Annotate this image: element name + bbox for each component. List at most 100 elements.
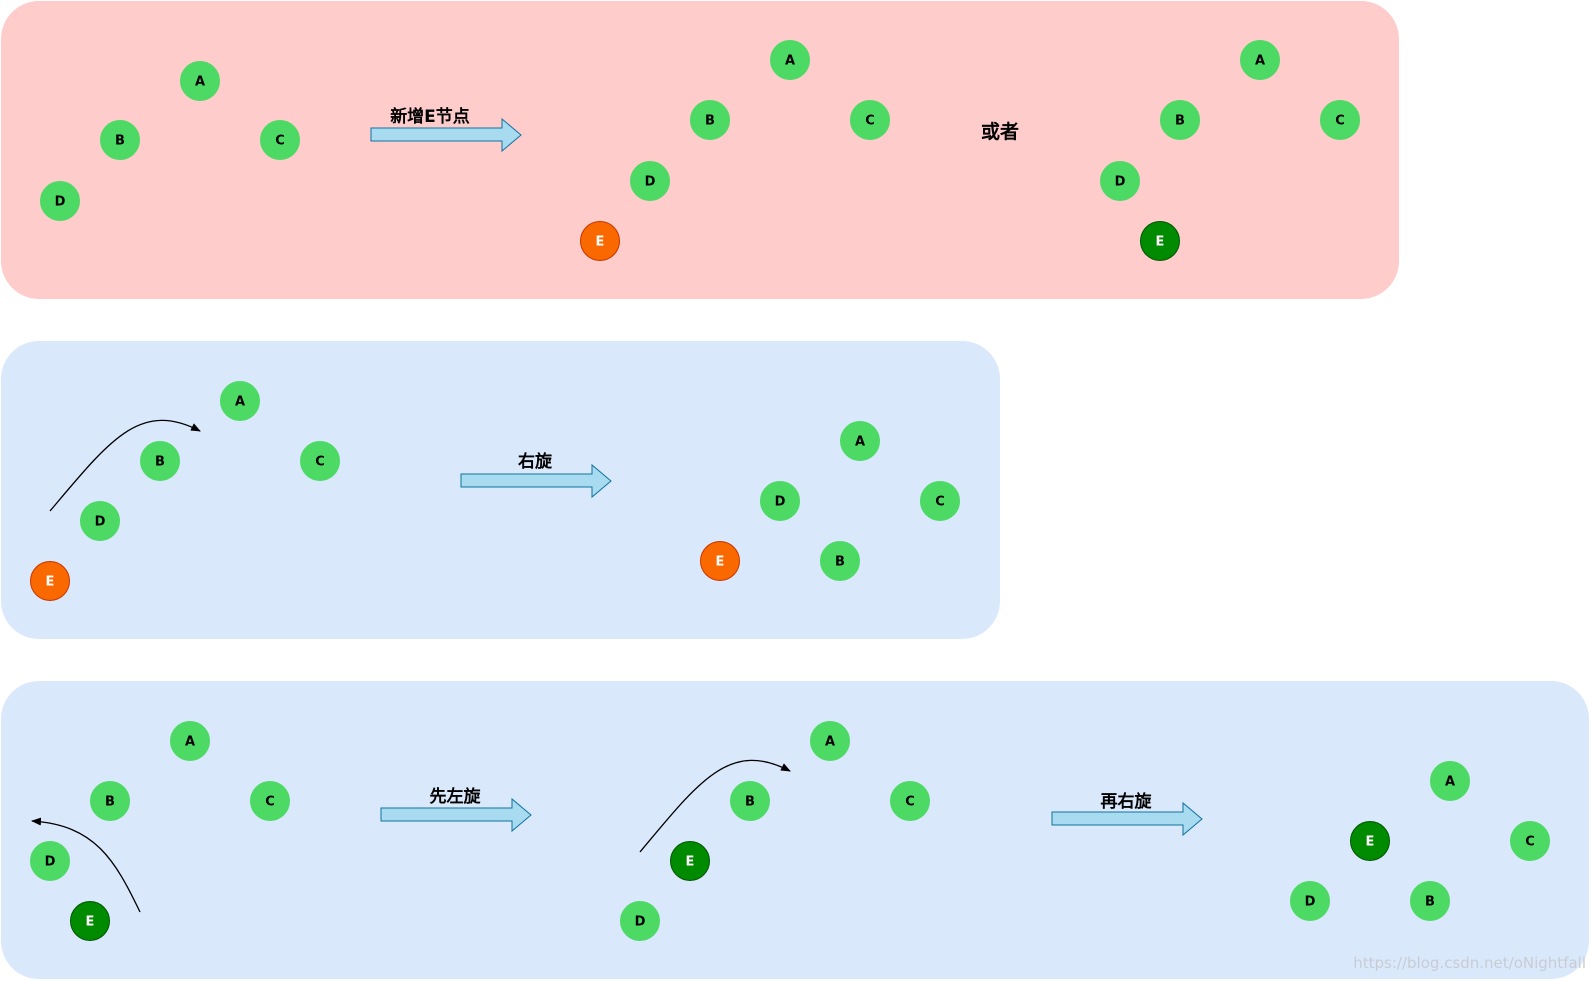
- node-label: E: [1156, 235, 1165, 250]
- node-label: A: [1255, 54, 1265, 69]
- node-label: C: [1525, 835, 1535, 850]
- label-or: 或者: [981, 120, 1019, 143]
- node-e: E: [1140, 221, 1180, 261]
- node-d: D: [1100, 161, 1140, 201]
- watermark: https://blog.csdn.net/oNightfall: [1353, 954, 1586, 972]
- node-label: D: [645, 175, 656, 190]
- label-left-first: 先左旋: [430, 786, 482, 807]
- node-label: E: [716, 555, 725, 570]
- node-circle: [1320, 100, 1360, 140]
- tree-bot-after: A E C D B: [1290, 761, 1550, 921]
- node-circle: [730, 781, 770, 821]
- node-label: C: [905, 795, 915, 810]
- bottom-panel: [1, 681, 1589, 979]
- node-label: D: [1305, 895, 1316, 910]
- node-circle: [30, 841, 70, 881]
- arrow-then-right: [1051, 801, 1203, 837]
- node-label: C: [275, 134, 285, 149]
- node-b: B: [820, 541, 860, 581]
- curve-arrow-right-rotate-2: [639, 759, 791, 853]
- tree-mid-after: A D C E B: [700, 421, 960, 581]
- node-circle: [140, 441, 180, 481]
- node-d: D: [1290, 881, 1330, 921]
- node-label: D: [635, 915, 646, 930]
- node-circle: [1410, 881, 1450, 921]
- node-circle: [690, 100, 730, 140]
- node-c: C: [890, 781, 930, 821]
- node-label: C: [935, 495, 945, 510]
- node-circle: [170, 721, 210, 761]
- node-label: C: [315, 455, 325, 470]
- label-right-rotate: 右旋: [518, 451, 553, 472]
- node-label: A: [235, 395, 245, 410]
- node-circle: [1510, 821, 1550, 861]
- node-label: C: [1335, 114, 1345, 129]
- node-circle: [250, 781, 290, 821]
- node-label: D: [95, 515, 106, 530]
- node-circle: [100, 120, 140, 160]
- node-b: B: [140, 441, 180, 481]
- node-e: E: [670, 841, 710, 881]
- label-then-right: 再右旋: [1101, 791, 1153, 812]
- node-circle: [670, 841, 710, 881]
- node-circle: [220, 381, 260, 421]
- node-circle: [760, 481, 800, 521]
- node-circle: [180, 61, 220, 101]
- node-label: A: [185, 735, 195, 750]
- tree-bot-middle: A B C E D: [620, 721, 930, 941]
- node-circle: [30, 561, 70, 601]
- node-a: A: [1430, 761, 1470, 801]
- node-d: D: [80, 501, 120, 541]
- node-circle: [700, 541, 740, 581]
- node-c: C: [1510, 821, 1550, 861]
- node-label: E: [46, 575, 55, 590]
- node-e: E: [700, 541, 740, 581]
- node-label: A: [1445, 775, 1455, 790]
- node-a: A: [180, 61, 220, 101]
- tree-bot-before: A B C D E: [30, 721, 290, 941]
- arrow-left-first: [380, 797, 532, 833]
- node-label: C: [265, 795, 275, 810]
- node-label: B: [155, 455, 165, 470]
- node-circle: [620, 901, 660, 941]
- node-d: D: [630, 161, 670, 201]
- node-label: D: [1115, 175, 1126, 190]
- node-e: E: [30, 561, 70, 601]
- node-circle: [90, 781, 130, 821]
- node-label: B: [1425, 895, 1435, 910]
- arrow-add-e: [370, 117, 522, 153]
- node-label: D: [45, 855, 56, 870]
- node-label: A: [855, 435, 865, 450]
- node-circle: [1350, 821, 1390, 861]
- node-circle: [920, 481, 960, 521]
- node-circle: [810, 721, 850, 761]
- node-label: A: [785, 54, 795, 69]
- node-label: E: [686, 855, 695, 870]
- node-label: B: [705, 114, 715, 129]
- node-label: A: [195, 75, 205, 90]
- node-d: D: [620, 901, 660, 941]
- node-d: D: [40, 181, 80, 221]
- node-circle: [1160, 100, 1200, 140]
- node-b: B: [1160, 100, 1200, 140]
- node-label: B: [105, 795, 115, 810]
- node-circle: [850, 100, 890, 140]
- node-c: C: [260, 120, 300, 160]
- node-circle: [80, 501, 120, 541]
- node-label: A: [825, 735, 835, 750]
- node-label: D: [775, 495, 786, 510]
- node-circle: [580, 221, 620, 261]
- node-circle: [1140, 221, 1180, 261]
- node-label: B: [835, 555, 845, 570]
- node-c: C: [920, 481, 960, 521]
- node-label: B: [115, 134, 125, 149]
- node-a: A: [840, 421, 880, 461]
- node-a: A: [810, 721, 850, 761]
- node-circle: [1240, 40, 1280, 80]
- node-label: B: [745, 795, 755, 810]
- node-e: E: [1350, 821, 1390, 861]
- label-add-e: 新增E节点: [390, 106, 470, 127]
- node-label: E: [86, 915, 95, 930]
- middle-panel: [1, 341, 1000, 639]
